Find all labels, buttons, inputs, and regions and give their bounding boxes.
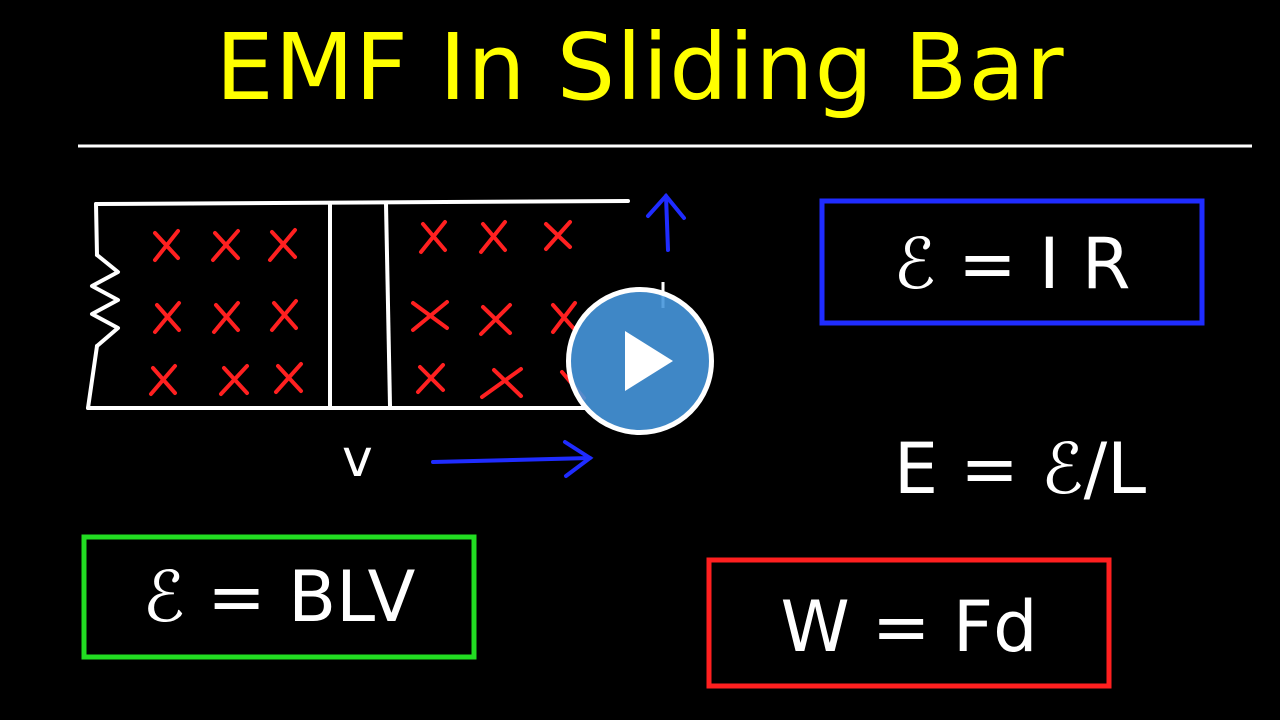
- field-x-mark: [551, 301, 577, 334]
- equation-box-work: [706, 557, 1112, 689]
- velocity-label: v: [342, 429, 373, 489]
- field-x-mark: [411, 300, 449, 332]
- top-rail: [94, 199, 630, 206]
- equation-box-blv: [81, 534, 477, 660]
- equation-electric-field: E = ℰ/L: [894, 428, 1146, 510]
- video-title: EMF In Sliding Bar: [215, 14, 1065, 121]
- field-x-mark: [153, 301, 181, 334]
- field-x-mark: [479, 220, 507, 254]
- field-x-mark: [480, 367, 523, 399]
- velocity-arrow: [431, 440, 594, 478]
- magnetic-field-into-page: [149, 220, 586, 400]
- field-x-mark: [268, 228, 297, 262]
- field-x-mark: [544, 220, 572, 251]
- field-x-mark: [153, 229, 180, 262]
- field-x-mark: [212, 301, 240, 334]
- field-x-mark: [219, 364, 249, 396]
- field-x-mark: [419, 220, 447, 254]
- play-icon: [625, 331, 673, 391]
- equation-box-ir: [819, 198, 1205, 326]
- play-button[interactable]: [566, 287, 714, 435]
- field-x-mark: [416, 363, 445, 394]
- field-x-mark: [274, 362, 303, 394]
- up-arrow: [646, 192, 686, 252]
- equation-emf-ir: ℰ = I R: [893, 223, 1130, 305]
- equation-work: W = Fd: [780, 586, 1037, 668]
- field-x-mark: [211, 229, 240, 262]
- field-x-mark: [270, 299, 298, 332]
- field-x-mark: [479, 303, 512, 336]
- sliding-bar-right-edge: [384, 203, 392, 407]
- equation-motional-emf: ℰ = BLV: [143, 556, 416, 638]
- resistor-symbol: [90, 253, 120, 348]
- field-x-mark: [149, 364, 177, 396]
